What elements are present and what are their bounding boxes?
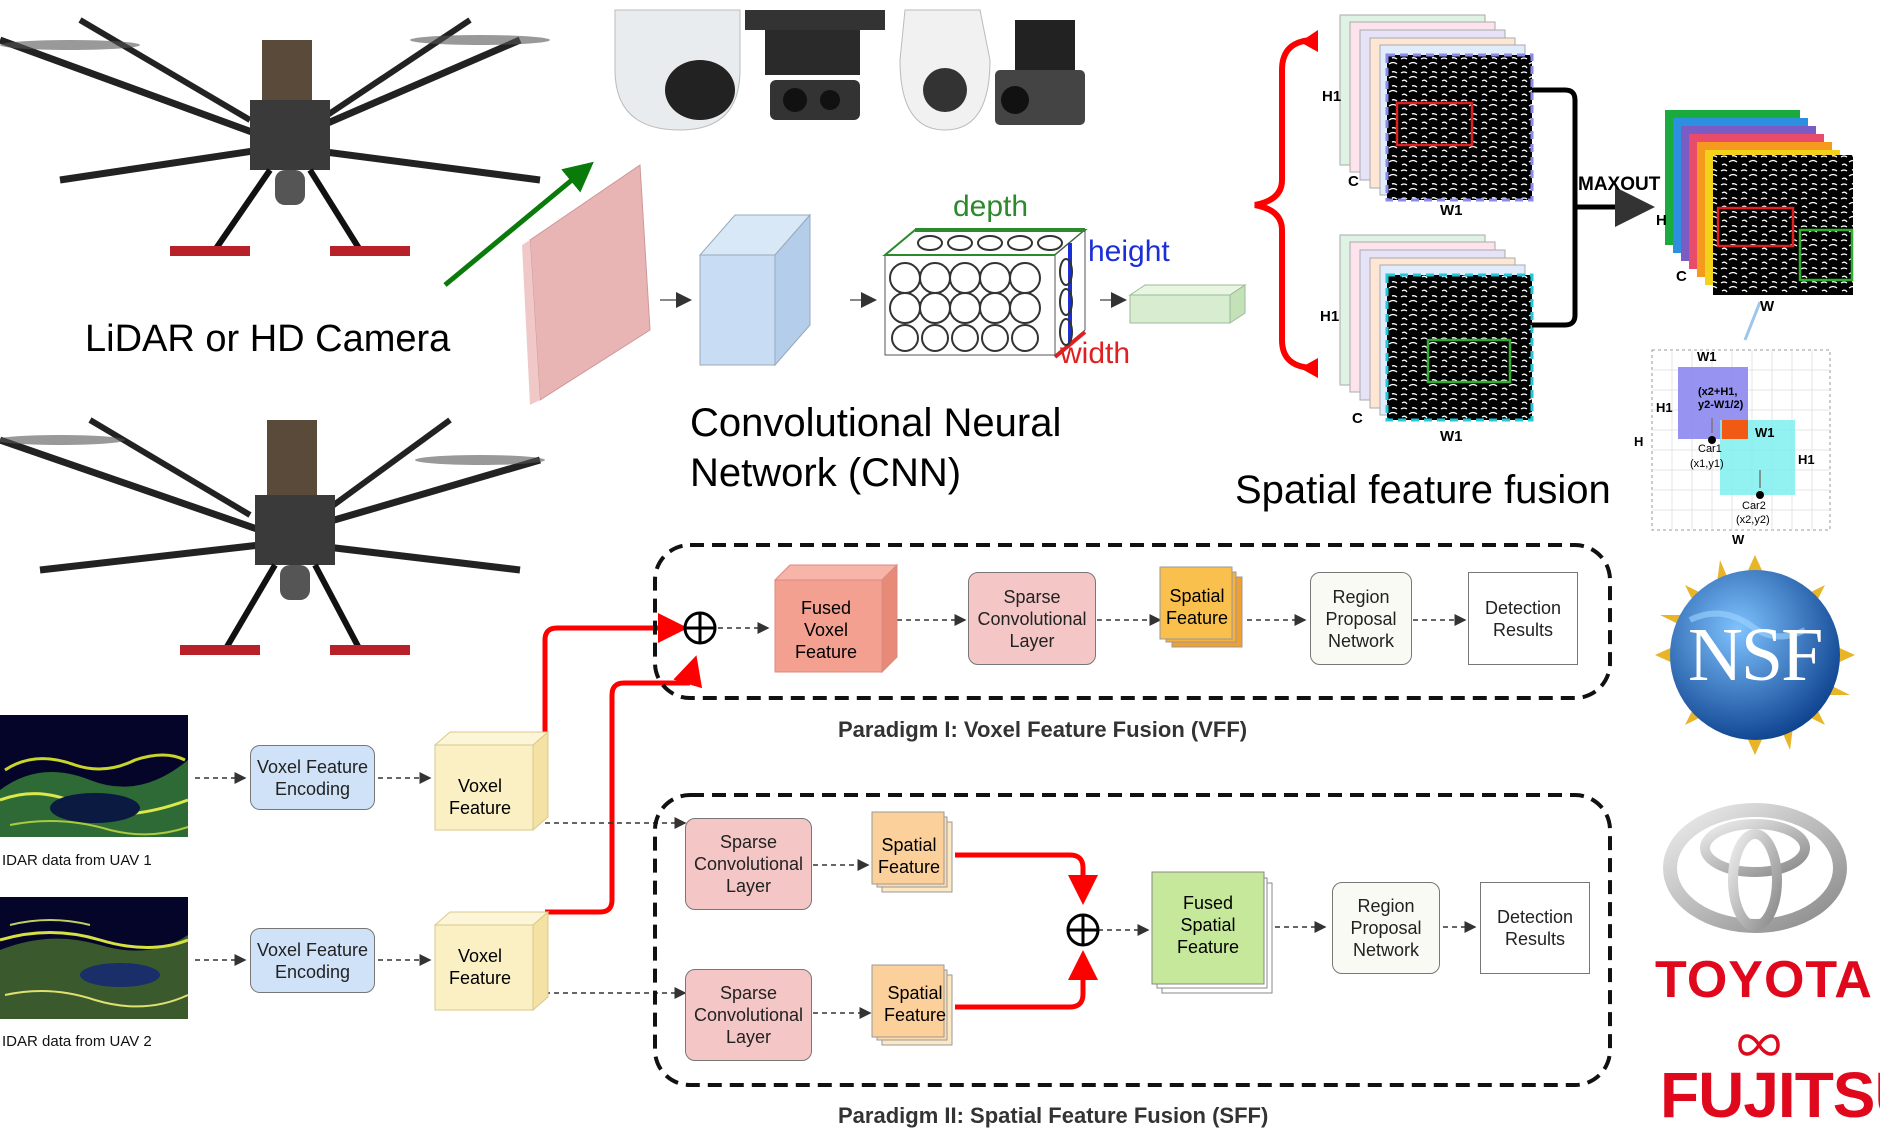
nsf-logo-text: NSF: [1688, 613, 1823, 697]
cnn-label-line2: Network (CNN): [690, 451, 962, 495]
vff-results-box: Detection Results: [1468, 572, 1578, 665]
overlap-w-bottom: W: [1732, 532, 1745, 547]
depth-label: depth: [953, 190, 1029, 223]
sff-sparse-conv-box-1: Sparse Convolutional Layer: [685, 818, 812, 910]
uav2-caption: IDAR data from UAV 2: [2, 1033, 152, 1050]
overlap-car1: Car1: [1698, 443, 1722, 455]
overlap-w1-right: W1: [1755, 425, 1775, 440]
dim-w-out: W: [1760, 298, 1775, 315]
overlap-car1-coord: (x1,y1): [1690, 458, 1724, 470]
vff-title: Paradigm I: Voxel Feature Fusion (VFF): [838, 717, 1248, 742]
vff-sparse-conv-box: Sparse Convolutional Layer: [968, 572, 1096, 665]
cnn-label-line1: Convolutional Neural: [690, 401, 1062, 445]
drone-2-image: [0, 417, 545, 655]
dim-w1-1: W1: [1440, 202, 1463, 219]
toyota-logo: [1663, 803, 1847, 933]
sff-sparse-conv-box-2: Sparse Convolutional Layer: [685, 969, 812, 1061]
overlap-w1-top: W1: [1697, 349, 1717, 364]
overlap-h1-right: H1: [1798, 452, 1815, 467]
dim-w1-2: W1: [1440, 428, 1463, 445]
dim-c-2: C: [1352, 410, 1363, 427]
voxel-encoding-box-2: Voxel Feature Encoding: [250, 928, 375, 993]
cnn-label: Convolutional Neural Network (CNN): [690, 398, 1061, 498]
dim-h-out: H: [1656, 212, 1667, 229]
spatial-fusion-label: Spatial feature fusion: [1235, 468, 1611, 512]
sff-title: Paradigm II: Spatial Feature Fusion (SFF…: [838, 1103, 1269, 1128]
overlap-car2: Car2: [1742, 500, 1766, 512]
cnn-illustration: [522, 164, 1247, 405]
spatial-feature-stack-sff-1: [871, 811, 953, 893]
sff-results-box: Detection Results: [1480, 882, 1590, 974]
fused-spatial-stack: [1151, 871, 1273, 994]
overlap-expr-line2: y2-W1/2): [1698, 399, 1744, 411]
overlap-expr: (x2+H1, y2-W1/2): [1698, 386, 1743, 412]
dim-h1-2: H1: [1320, 308, 1340, 325]
sff-rpn-box: Region Proposal Network: [1332, 882, 1440, 974]
camera-images: [614, 9, 1085, 131]
sff-spatial-feature-label-1: Spatial Feature: [877, 835, 941, 877]
voxel-encoding-box-1: Voxel Feature Encoding: [250, 745, 375, 810]
spatial-feature-stack-sff-2: [871, 964, 953, 1046]
overlap-h: H: [1634, 434, 1644, 449]
height-label: height: [1088, 235, 1170, 268]
dim-c-out: C: [1676, 268, 1687, 285]
sff-spatial-feature-label-2: Spatial Feature: [883, 983, 947, 1025]
voxel-feature-cube-2: [433, 910, 550, 1012]
uav1-caption: IDAR data from UAV 1: [2, 852, 152, 869]
lidar-camera-label: LiDAR or HD Camera: [85, 318, 451, 360]
nsf-logo: [1655, 555, 1855, 755]
spatial-feature-stack-vff: [1159, 566, 1243, 648]
dim-c-1: C: [1348, 173, 1359, 190]
fujitsu-infinity-icon: [1738, 1034, 1780, 1056]
fused-voxel-cube: [773, 563, 899, 674]
fused-voxel-label: Fused Voxel Feature: [794, 598, 858, 662]
pipeline-connectors: [195, 543, 1612, 1087]
lidar-image-uav1: [0, 715, 189, 837]
vff-spatial-feature-label: Spatial Feature: [1165, 586, 1229, 628]
toyota-logo-text: TOYOTA: [1655, 951, 1873, 1009]
voxel-feature-label-2: Voxel Feature: [448, 946, 512, 988]
voxel-feature-cube-1: [433, 730, 550, 832]
voxel-feature-label-1: Voxel Feature: [448, 776, 512, 818]
overlap-car2-coord: (x2,y2): [1736, 514, 1770, 526]
lidar-image-uav2: [0, 897, 189, 1019]
overlap-diagram: [1651, 349, 1831, 531]
width-label: width: [1060, 337, 1131, 370]
drone-1-image: [0, 17, 550, 256]
maxout-label: MAXOUT: [1578, 174, 1661, 195]
fused-spatial-label: Fused Spatial Feature: [1176, 893, 1240, 957]
fujitsu-logo-text: FUJITSU: [1660, 1059, 1880, 1131]
overlap-h1-left: H1: [1656, 400, 1673, 415]
dim-h1-1: H1: [1322, 88, 1342, 105]
vff-rpn-box: Region Proposal Network: [1310, 572, 1412, 665]
green-arrow: [443, 161, 594, 287]
overlap-expr-line1: (x2+H1,: [1698, 386, 1738, 398]
spatial-fusion-illustration: [1254, 14, 1854, 422]
